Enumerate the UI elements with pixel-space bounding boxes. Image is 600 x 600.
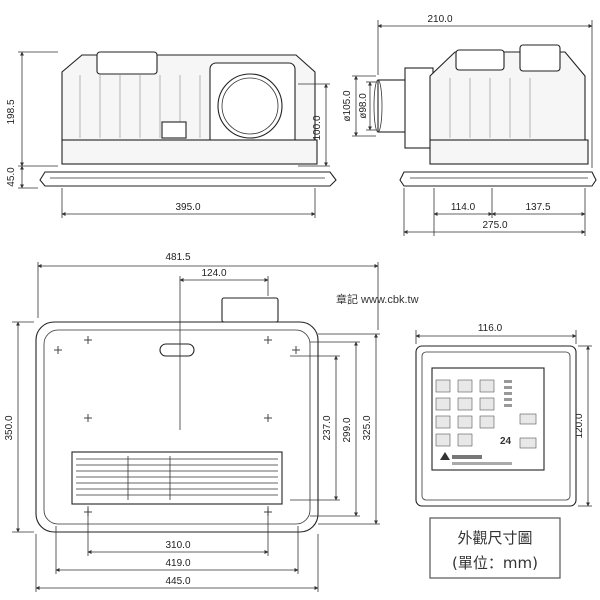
title-box-line1: 外觀尺寸圖 (457, 529, 532, 547)
plan-view-handle (159, 343, 195, 357)
control-button-4-icon (435, 397, 451, 411)
dim-side-left: 114.0 (451, 202, 476, 213)
control-button-8-icon (457, 415, 473, 429)
dim-plan-height-237: 237.0 (322, 415, 333, 440)
control-button-7-icon (435, 415, 451, 429)
title-box: 外觀尺寸圖 (單位：mm) (429, 517, 561, 579)
dim-side-depth-top: 210.0 (427, 14, 452, 25)
plan-view-duct-stub (221, 297, 279, 323)
front-view-duct-circle (217, 73, 283, 139)
side-view-duct (377, 79, 409, 133)
dim-plan-height-325: 325.0 (362, 415, 373, 440)
control-display-value: 24 (500, 436, 512, 447)
control-indicator-leds (504, 380, 512, 407)
watermark-text: 章記 www.cbk.tw (336, 292, 419, 306)
dim-front-body-height: 198.5 (6, 99, 17, 124)
control-button-10-icon (435, 433, 451, 447)
dim-side-duct-inner: ø98.0 (358, 93, 369, 119)
control-button-2-icon (457, 379, 473, 393)
title-box-line2: (單位：mm) (452, 554, 538, 572)
dim-side-right: 137.5 (525, 202, 550, 213)
side-view-flange (404, 67, 434, 149)
dim-side-duct-outer: ø105.0 (342, 90, 353, 122)
dim-front-duct-height: 100.0 (312, 115, 323, 140)
dim-plan-height-299: 299.0 (342, 417, 353, 442)
dim-side-total: 275.0 (482, 220, 507, 231)
control-button-3-icon (479, 379, 495, 393)
front-view-motor-top (96, 51, 158, 75)
dim-plan-width-445: 445.0 (165, 576, 190, 587)
title-box-frame (429, 517, 561, 579)
control-button-6-icon (479, 397, 495, 411)
control-panel-view: 116.0 120.0 24 (415, 323, 592, 507)
side-view-panel (399, 171, 597, 187)
plan-view-grille-slats (76, 456, 278, 500)
control-timer-button-icon (519, 413, 537, 425)
dim-front-width: 395.0 (175, 202, 200, 213)
control-button-5-icon (457, 397, 473, 411)
dim-plan-overall-width: 481.5 (165, 252, 190, 263)
control-stop-button-icon (519, 437, 537, 449)
dim-plan-height-total: 350.0 (4, 415, 15, 440)
control-button-1-icon (435, 379, 451, 393)
plan-view: 481.5 124.0 350.0 325.0 299.0 237.0 310.… (4, 252, 380, 592)
front-view-base (61, 139, 318, 165)
dim-control-width: 116.0 (478, 323, 503, 334)
front-view-terminal-box (161, 121, 187, 139)
control-button-9-icon (479, 415, 495, 429)
dim-control-height: 120.0 (574, 413, 585, 438)
control-button-11-icon (457, 433, 473, 447)
dim-plan-width-310: 310.0 (165, 540, 190, 551)
front-view: 198.5 45.0 100.0 395.0 (6, 51, 337, 218)
front-view-panel (39, 171, 337, 187)
dim-plan-duct-offset: 124.0 (201, 268, 226, 279)
side-view: 210.0 ø105.0 ø98.0 114.0 137.5 275.0 (342, 14, 597, 236)
side-view-housing (429, 51, 586, 141)
dim-plan-width-419: 419.0 (165, 558, 190, 569)
plan-view-grille (71, 451, 283, 505)
dim-front-panel-height: 45.0 (6, 167, 17, 187)
brand-logo-icon (440, 452, 450, 460)
